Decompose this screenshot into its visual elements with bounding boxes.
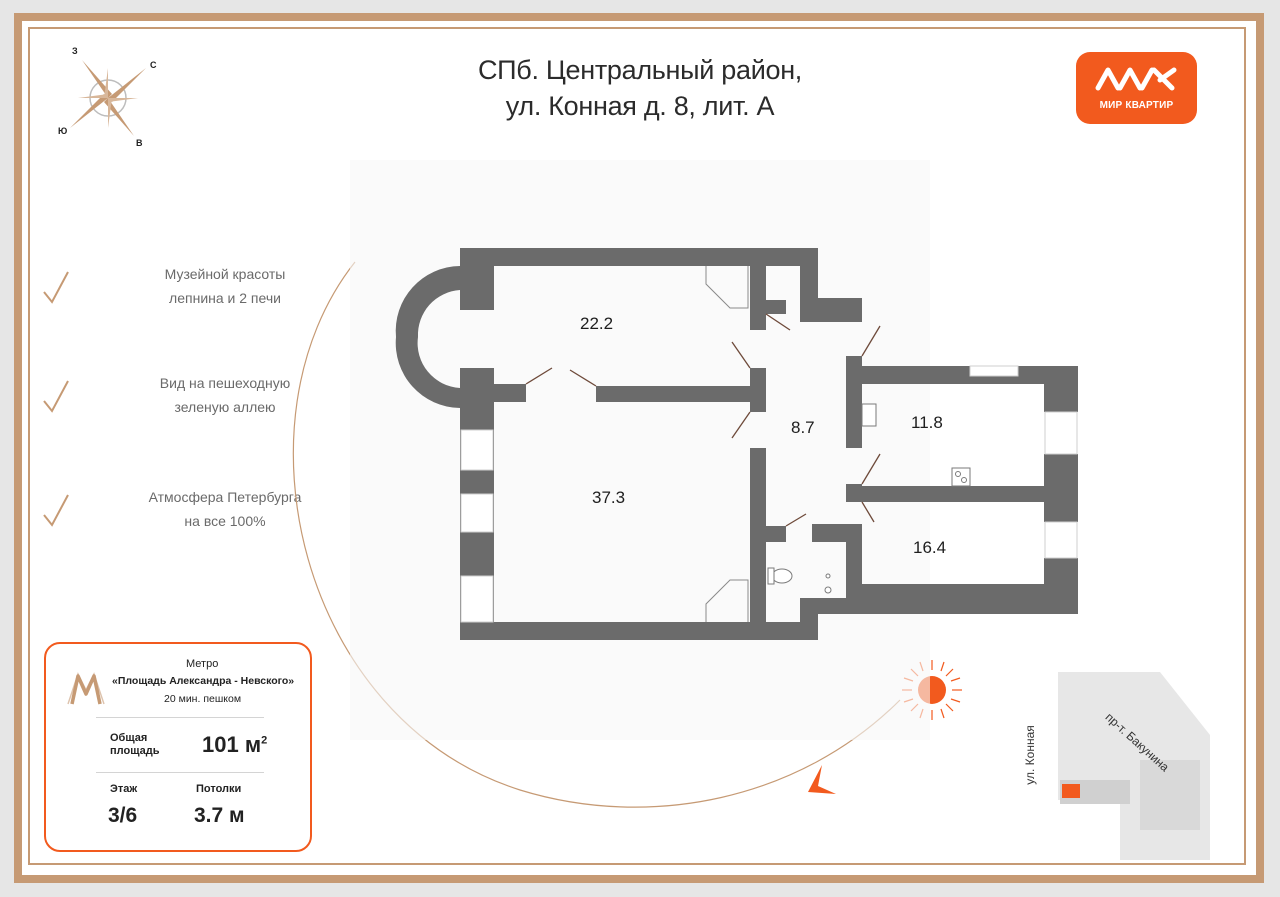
compass-rose-icon <box>70 60 146 136</box>
feature-text: Музейной красоты лепнина и 2 печи <box>164 266 286 306</box>
compass: З С Ю В <box>52 46 172 150</box>
checkmark-icon <box>43 271 69 304</box>
ceiling-value: 3.7 м <box>194 804 245 827</box>
brand-logo-icon <box>1095 67 1177 91</box>
feature-item: Вид на пешеходную зеленую аллею <box>40 371 340 431</box>
room-area-label: 8.7 <box>791 418 815 437</box>
room-area-label: 22.2 <box>580 314 614 333</box>
frame-inner-border <box>28 27 1246 865</box>
room-area-label: 11.8 <box>911 413 943 432</box>
area-label: Общая площадь <box>110 732 160 757</box>
page-title: СПб. Центральный район, ул. Конная д. 8,… <box>400 52 880 124</box>
area-value: 101 м2 <box>202 732 268 757</box>
compass-south-label: Ю <box>58 126 68 136</box>
compass-east-label: В <box>136 138 143 148</box>
floor-value: 3/6 <box>108 804 138 827</box>
feature-item: Музейной красоты лепнина и 2 печи <box>40 262 340 322</box>
brand-logo: МИР КВАРТИР <box>1076 52 1197 124</box>
feature-item: Атмосфера Петербурга на все 100% <box>40 485 340 545</box>
compass-north-label: С <box>150 60 157 70</box>
compass-west-label: З <box>72 46 78 56</box>
metro-walk-time: 20 мин. пешком <box>164 693 242 705</box>
feature-text: Вид на пешеходную зеленую аллею <box>159 375 291 415</box>
divider <box>96 717 264 718</box>
metro-label: Метро <box>186 658 219 670</box>
street-konnaya-label: ул. Конная <box>1022 725 1037 785</box>
location-map <box>1058 672 1210 860</box>
ceiling-label: Потолки <box>196 783 242 795</box>
title-line-2: ул. Конная д. 8, лит. А <box>505 91 775 121</box>
area-unit-superscript: 2 <box>261 734 268 747</box>
divider <box>96 772 264 773</box>
info-card: Метро «Площадь Александра - Невского» 20… <box>44 642 312 852</box>
checkmark-icon <box>43 494 69 527</box>
brand-logo-text: МИР КВАРТИР <box>1099 100 1174 111</box>
feature-text: Атмосфера Петербурга на все 100% <box>148 489 302 529</box>
metro-icon <box>67 672 105 705</box>
checkmark-icon <box>43 380 69 413</box>
title-line-1: СПб. Центральный район, <box>477 55 803 85</box>
room-area-label: 37.3 <box>592 488 626 507</box>
floor-label: Этаж <box>110 783 138 795</box>
metro-station: «Площадь Александра - Невского» <box>112 675 295 687</box>
room-area-label: 16.4 <box>913 538 947 557</box>
